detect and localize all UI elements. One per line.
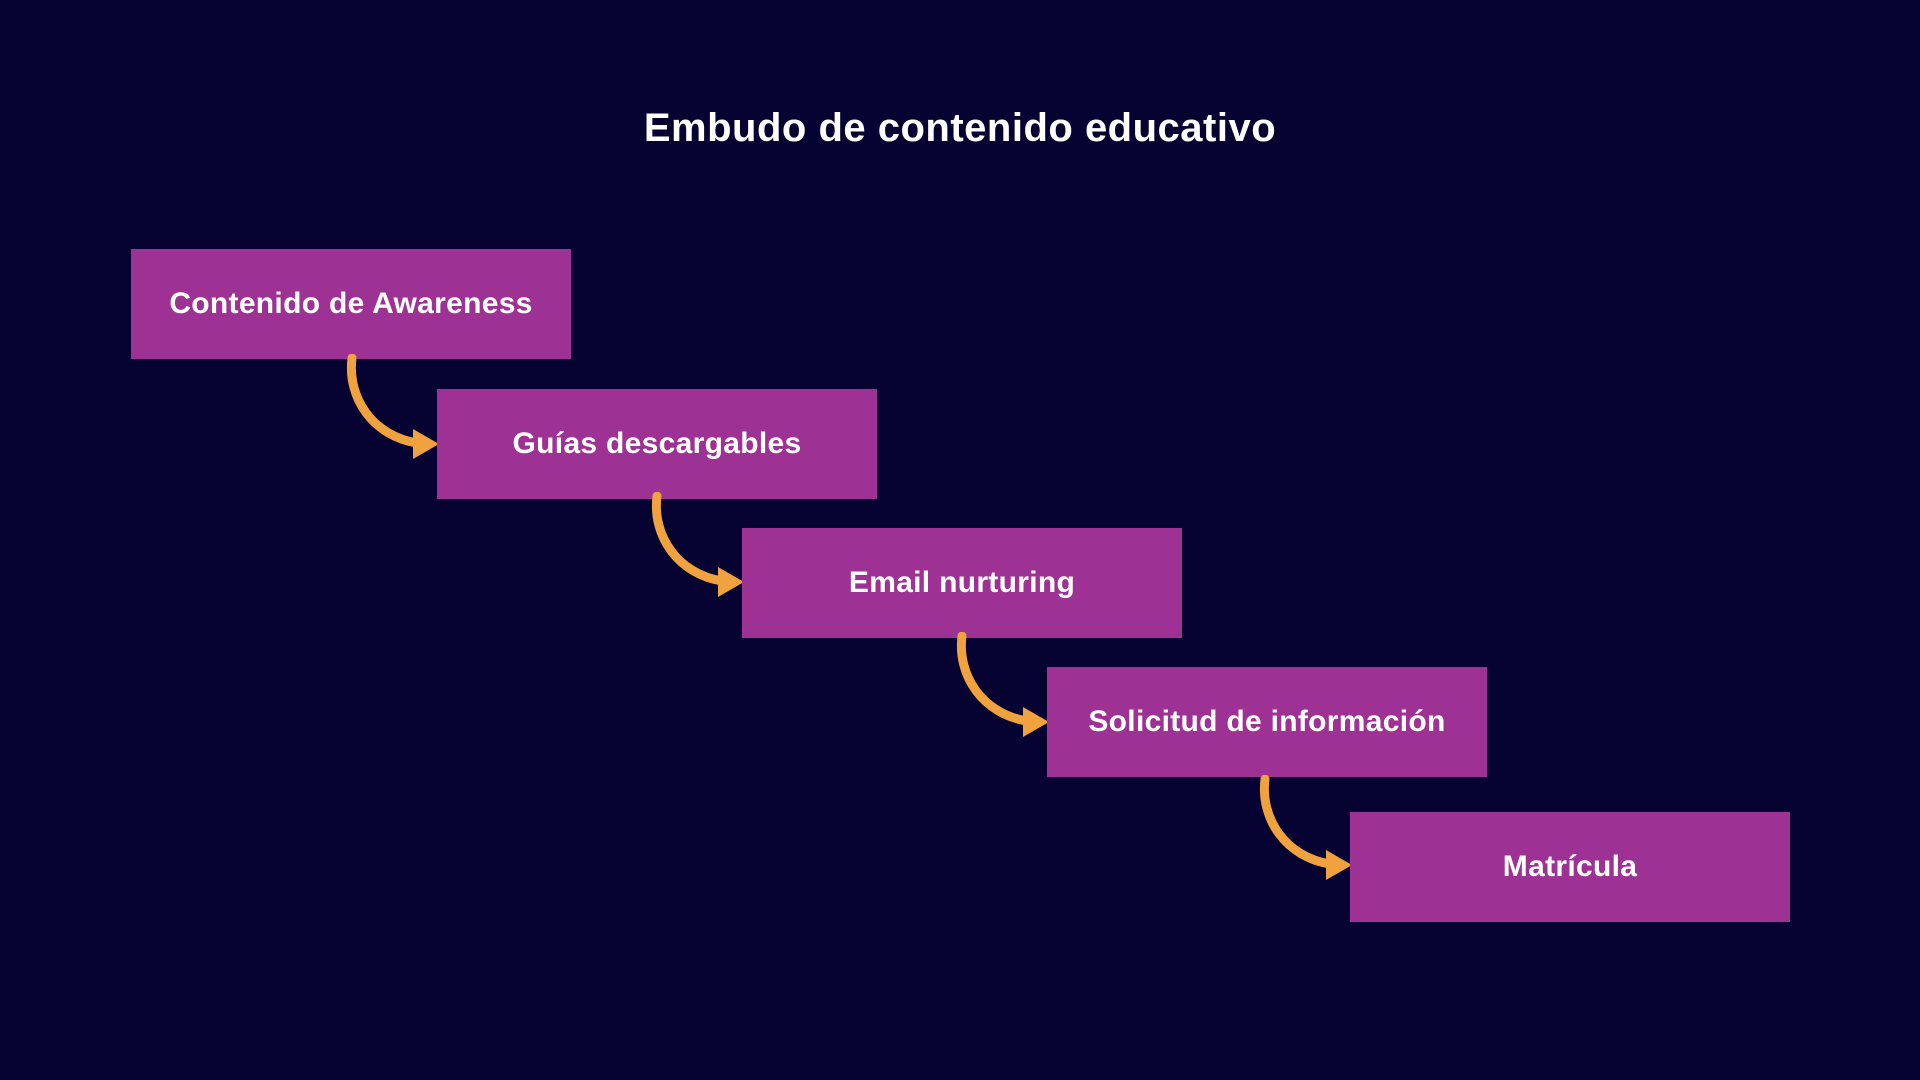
curved-arrow-icon bbox=[1259, 775, 1352, 880]
curved-arrow-icon bbox=[956, 632, 1049, 737]
funnel-step-label: Contenido de Awareness bbox=[169, 287, 533, 320]
funnel-step-awareness: Contenido de Awareness bbox=[131, 249, 571, 359]
diagram-title: Embudo de contenido educativo bbox=[643, 106, 1277, 150]
funnel-step-label: Solicitud de información bbox=[1088, 705, 1446, 738]
funnel-step-label: Matrícula bbox=[1502, 850, 1638, 883]
curved-arrow-icon bbox=[346, 354, 439, 459]
funnel-step-label: Email nurturing bbox=[848, 566, 1076, 599]
funnel-step-guias-descargables: Guías descargables bbox=[437, 389, 877, 499]
funnel-step-email-nurturing: Email nurturing bbox=[742, 528, 1182, 638]
funnel-step-solicitud-informacion: Solicitud de información bbox=[1047, 667, 1487, 777]
curved-arrow-icon bbox=[651, 492, 744, 597]
funnel-step-label: Guías descargables bbox=[512, 427, 802, 460]
funnel-step-matricula: Matrícula bbox=[1350, 812, 1790, 922]
